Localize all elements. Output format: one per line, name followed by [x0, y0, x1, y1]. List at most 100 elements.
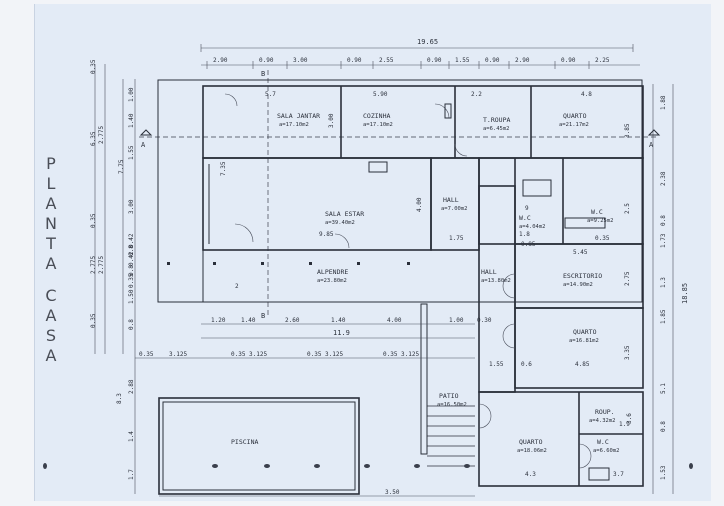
dim-right-total: 18.85 [681, 283, 689, 304]
dim-inner-0: 7.35 [220, 161, 227, 176]
room-quarto3-area: a=18.06m2 [517, 448, 547, 454]
dim-alpendre-4: 4.00 [387, 317, 402, 324]
dim-top-5: 0.90 [427, 57, 442, 64]
dim-left-inner-8: 0.35 [128, 273, 135, 288]
room-wc1-area: a=9.25m2 [587, 218, 614, 224]
section-a-left: A [141, 141, 146, 149]
dim-room-5: 1.8 [519, 231, 530, 238]
dim-left-outer-2: 0.35 [90, 213, 97, 228]
dim-room-15: 3.7 [613, 471, 624, 478]
section-b-bottom: B [261, 312, 265, 320]
dim-left-inner-9: 1.50 [128, 289, 135, 304]
dim-room-8: 2.75 [624, 271, 631, 286]
dim-alpendre-1: 1.40 [241, 317, 256, 324]
section-line-b: B B [261, 70, 269, 320]
dim-left-lower-2: 1.4 [128, 431, 135, 442]
left-dimension-chains: 0.35 6.35 0.35 2.775 0.35 2.775 7.75 2.7… [90, 59, 136, 494]
room-troupa-name: T.ROUPA [483, 116, 510, 124]
dim-left-inner-1: 1.40 [128, 113, 135, 128]
dim-room-18: 0.85 [521, 241, 536, 248]
dim-inner-4: 4.00 [416, 197, 423, 212]
room-roup-name: ROUP. [595, 408, 615, 416]
dim-top-8: 2.90 [515, 57, 530, 64]
dim-alpendre-0: 1.20 [211, 317, 226, 324]
dim-right-4: 1.3 [660, 277, 667, 288]
dim-left-outer-1: 6.35 [90, 131, 97, 146]
dim-left-outer-4: 0.35 [90, 313, 97, 328]
dim-room-7: 5.45 [573, 249, 588, 256]
right-dimension-chains: 18.85 1.882.380.81.731.31.855.10.81.53 [652, 84, 689, 494]
dim-top-10: 2.25 [595, 57, 610, 64]
room-hall1-name: HALL [443, 196, 459, 204]
dim-alpendre-5: 1.00 [449, 317, 464, 324]
room-wc1-name: W.C [591, 208, 603, 216]
dim-inner-5: 1.75 [449, 235, 464, 242]
dim-left-inner-3: 3.00 [128, 199, 135, 214]
dim-left-inner-7: 0.8 [128, 265, 135, 276]
inner-dimension-labels: 7.35 9.85 2 3.00 4.00 1.75 9 5.7 5.90 2.… [220, 91, 633, 478]
dim-left-outer-0: 0.35 [90, 59, 97, 74]
dim-left-lower-0: 8.3 [116, 393, 123, 404]
room-quarto2-name: QUARTO [573, 328, 597, 336]
room-piscina-name: PISCINA [231, 438, 258, 446]
dim-room-10: 0.6 [521, 361, 532, 368]
room-patio-area: a=16.50m2 [437, 402, 467, 408]
dim-alpendre-2: 2.60 [285, 317, 300, 324]
dim-room-12: 3.35 [624, 345, 631, 360]
dim-right-3: 1.73 [660, 233, 667, 248]
room-cozinha-area: a=17.10m2 [363, 122, 393, 128]
dim-left-mid-2: 2.775 [98, 256, 105, 274]
dim-top-3: 0.90 [347, 57, 362, 64]
dim-left-lower-1: 2.88 [128, 379, 135, 394]
room-escritorio-area: a=14.90m2 [563, 282, 593, 288]
dim-room-4: 3.85 [624, 123, 631, 138]
room-wc2-name: W.C [597, 438, 609, 446]
section-a-right: A [649, 141, 654, 149]
room-quarto1-area: a=21.17m2 [559, 122, 589, 128]
dim-top-4: 2.55 [379, 57, 394, 64]
room-hall2-area: a=13.80m2 [481, 278, 511, 284]
room-escritorio-name: ESCRITORIO [563, 272, 602, 280]
dim-left-inner-6: 0.42 [128, 251, 135, 266]
dim-piscina-2: 0.35 [231, 351, 246, 358]
dim-right-5: 1.85 [660, 309, 667, 324]
dim-piscina-4: 0.35 [307, 351, 322, 358]
dim-left-inner-4: 0.42 [128, 233, 135, 248]
dim-left-mid-1: 7.75 [118, 159, 125, 174]
room-sala-jantar-name: SALA JANTAR [277, 112, 320, 120]
room-roup-area: a=4.32m2 [589, 418, 616, 424]
room-quarto2-area: a=16.81m2 [569, 338, 599, 344]
room-sala-estar-name: SALA ESTAR [325, 210, 364, 218]
dim-room-6: 2.5 [624, 203, 631, 214]
dim-left-mid-0: 2.775 [98, 126, 105, 144]
dim-piscina-7: 3.125 [401, 351, 419, 358]
room-wc-small-name: W.C [519, 214, 531, 222]
room-wc2-area: a=6.60m2 [593, 448, 620, 454]
dim-room-11: 4.85 [575, 361, 590, 368]
dim-right-1: 2.38 [660, 171, 667, 186]
dim-top-1: 0.90 [259, 57, 274, 64]
room-sala-estar-area: a=39.40m2 [325, 220, 355, 226]
room-quarto1-name: QUARTO [563, 112, 587, 120]
dim-left-inner-0: 1.00 [128, 87, 135, 102]
room-troupa-area: a=6.45m2 [483, 126, 510, 132]
dim-right-8: 1.53 [660, 465, 667, 480]
room-alpendre-area: a=23.80m2 [317, 278, 347, 284]
dim-right-6: 5.1 [660, 383, 667, 394]
dim-piscina-1: 3.125 [169, 351, 187, 358]
dim-top-6: 1.55 [455, 57, 470, 64]
room-patio-name: PATIO [439, 392, 459, 400]
room-alpendre-name: ALPENDRE [317, 268, 348, 276]
dim-overall-top: 19.65 [417, 38, 438, 46]
dim-room-9: 1.55 [489, 361, 504, 368]
room-hall2-name: HALL [481, 268, 497, 276]
dim-right-2: 0.8 [660, 215, 667, 226]
dim-top-7: 0.90 [485, 57, 500, 64]
dim-alpendre-6: 0.30 [477, 317, 492, 324]
house-walls [43, 79, 693, 495]
dim-inner-2: 2 [235, 283, 239, 290]
